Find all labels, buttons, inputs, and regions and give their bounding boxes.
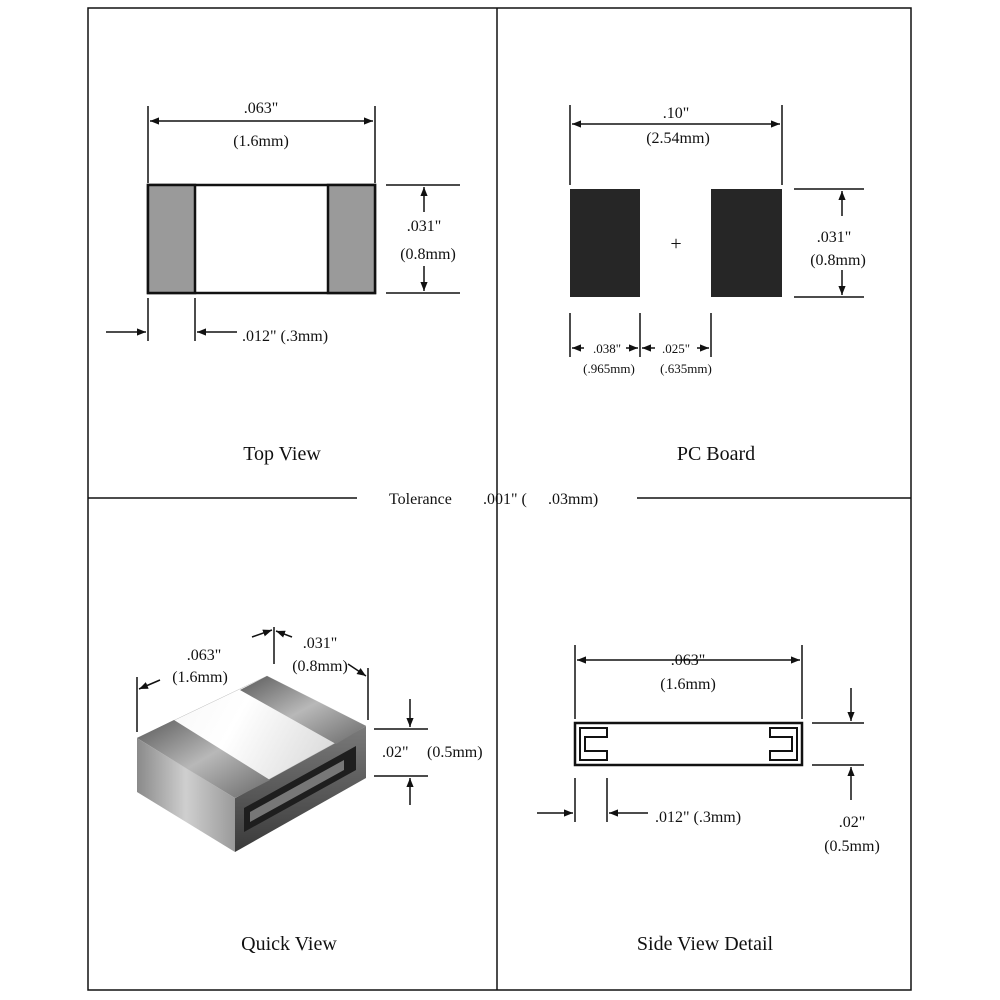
pcb-gap-mm: (.635mm) <box>660 361 712 376</box>
pcb-gap-in: .025" <box>662 341 690 356</box>
outer-frame <box>87 7 912 991</box>
quick-view-title: Quick View <box>241 933 337 955</box>
top-view-title: Top View <box>243 443 321 465</box>
top-height-mm: (0.8mm) <box>400 246 456 263</box>
quick-view: .063" (1.6mm) .031" (0.8mm) .02" (0.5mm)… <box>136 627 483 955</box>
top-terminal-right <box>326 183 377 295</box>
top-terminal-width: .012" (.3mm) <box>242 328 328 345</box>
pcb-pad-left <box>570 189 640 297</box>
sv-terminal-right <box>769 727 798 761</box>
qv-length-arrow <box>138 679 161 690</box>
sv-height-mm: (0.5mm) <box>824 838 880 855</box>
qv-width-arrow <box>275 630 293 638</box>
tolerance-value-mm: .03mm) <box>548 491 598 508</box>
qv-length-arrow-2 <box>251 629 273 638</box>
qv-width-mm: (0.8mm) <box>292 658 348 675</box>
qv-width-arrow-2 <box>347 663 367 677</box>
qv-height-mm: (0.5mm) <box>427 744 483 761</box>
side-view-detail: .063" (1.6mm) .02" (0.5mm) .012" (.3mm) … <box>537 645 880 955</box>
qv-length-in: .063" <box>187 647 222 664</box>
pcb-pad-right <box>711 189 782 297</box>
top-width-mm: (1.6mm) <box>233 133 289 150</box>
top-view: .063" (1.6mm) .031" (0.8mm) .012" (.3mm)… <box>106 100 460 465</box>
sv-width-in: .063" <box>671 652 706 669</box>
chip-front-face <box>137 738 235 852</box>
sv-terminal-left <box>579 727 608 761</box>
pcb-height-in: .031" <box>817 229 852 246</box>
tolerance-value: .001" ( <box>483 491 527 508</box>
pcb-width-mm: (2.54mm) <box>646 130 710 147</box>
pcb-pad-width-in: .038" <box>593 341 621 356</box>
pcb-width-in: .10" <box>663 105 690 122</box>
pcb-height-mm: (0.8mm) <box>810 252 866 269</box>
sv-chip-body <box>573 721 804 767</box>
sv-width-mm: (1.6mm) <box>660 676 716 693</box>
pcb-pad-width-mm: (.965mm) <box>583 361 635 376</box>
tolerance-label: Tolerance <box>389 491 452 508</box>
pcb-center-mark: + <box>670 233 681 255</box>
top-terminal-left <box>146 183 197 295</box>
qv-length-mm: (1.6mm) <box>172 669 228 686</box>
chip-cap-left-top <box>137 720 270 798</box>
side-view-title: Side View Detail <box>637 933 774 955</box>
chip-cap-right-top <box>240 676 366 744</box>
chip-end-inner <box>250 760 344 822</box>
pc-board-title: PC Board <box>677 443 755 465</box>
top-height-in: .031" <box>407 218 442 235</box>
top-width-in: .063" <box>244 100 279 117</box>
qv-width-in: .031" <box>303 635 338 652</box>
qv-height-in: .02" <box>382 744 409 761</box>
sv-terminal-width: .012" (.3mm) <box>655 809 741 826</box>
pc-board-view: .10" (2.54mm) + .031" (0.8mm) .038" (.96… <box>569 105 866 465</box>
sv-height-in: .02" <box>839 814 866 831</box>
